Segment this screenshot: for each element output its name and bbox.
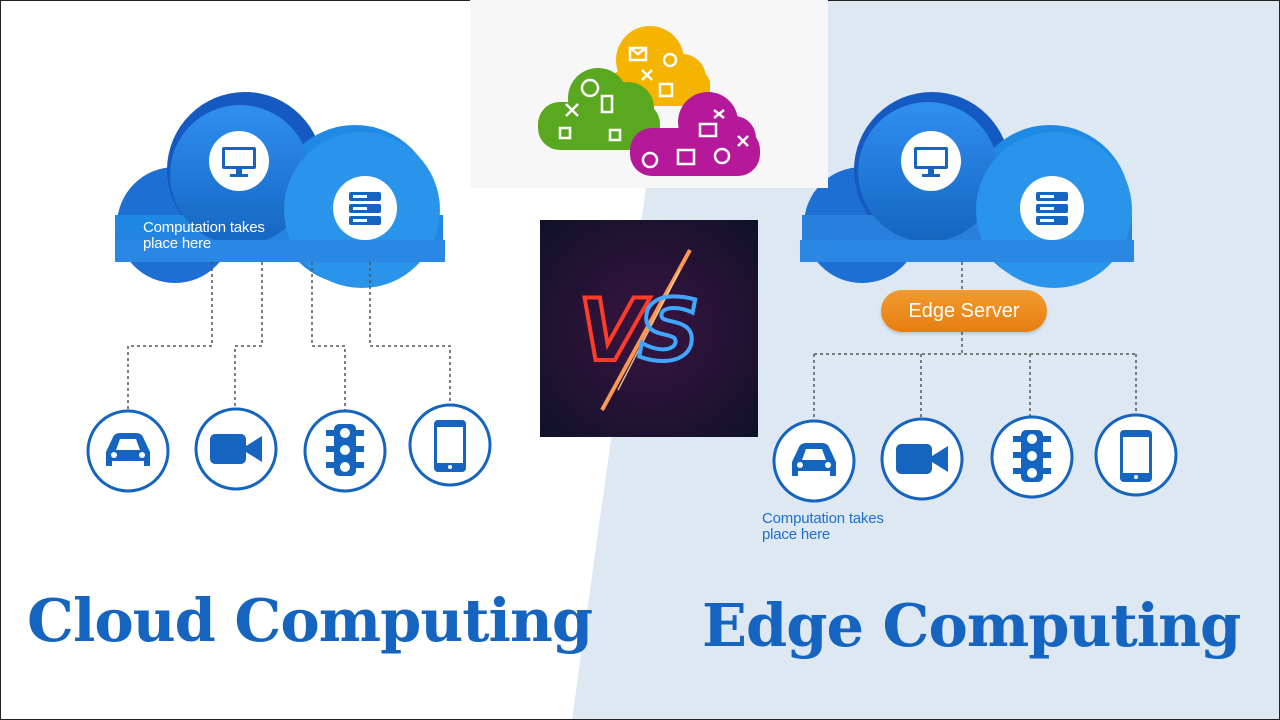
app-glyph-icons: [558, 46, 749, 169]
device-traffic-light: [990, 415, 1074, 499]
cloud-computing-panel: Computation takes place here Cloud Compu…: [27, 92, 593, 655]
device-video-camera: [880, 417, 964, 501]
edge-computation-caption: Computation takes place here: [762, 510, 884, 543]
spark-slash: [600, 249, 692, 411]
edge-computing-title: Edge Computing: [702, 591, 1241, 660]
device-phone: [1094, 413, 1178, 497]
vs-letter-s: S: [638, 281, 700, 381]
monitor-icon: [901, 131, 961, 191]
device-car: [772, 419, 856, 503]
connector-lines: [127, 262, 451, 410]
edge-diagram: [772, 92, 1178, 503]
monitor-icon: [209, 131, 269, 191]
cloud-shape: [800, 92, 1134, 288]
server-icon: [1020, 176, 1084, 240]
app-clouds-image: [470, 0, 828, 188]
cloud-computation-caption: Computation takes place here: [143, 219, 265, 252]
edge-computing-panel: Edge Server Computation takes place here…: [640, 0, 1280, 720]
cloud-shape: [115, 92, 445, 288]
cloud-computing-title: Cloud Computing: [27, 586, 593, 655]
device-phone: [408, 403, 492, 487]
edge-server-badge: Edge Server: [881, 290, 1047, 332]
device-car: [86, 409, 170, 493]
vs-letter-v: V: [578, 281, 651, 381]
device-traffic-light: [303, 409, 387, 493]
device-video-camera: [194, 407, 278, 491]
server-icon: [333, 176, 397, 240]
cloud-diagram: [86, 92, 492, 493]
versus-image: V S: [540, 220, 758, 437]
connector-lines: [813, 262, 1137, 420]
